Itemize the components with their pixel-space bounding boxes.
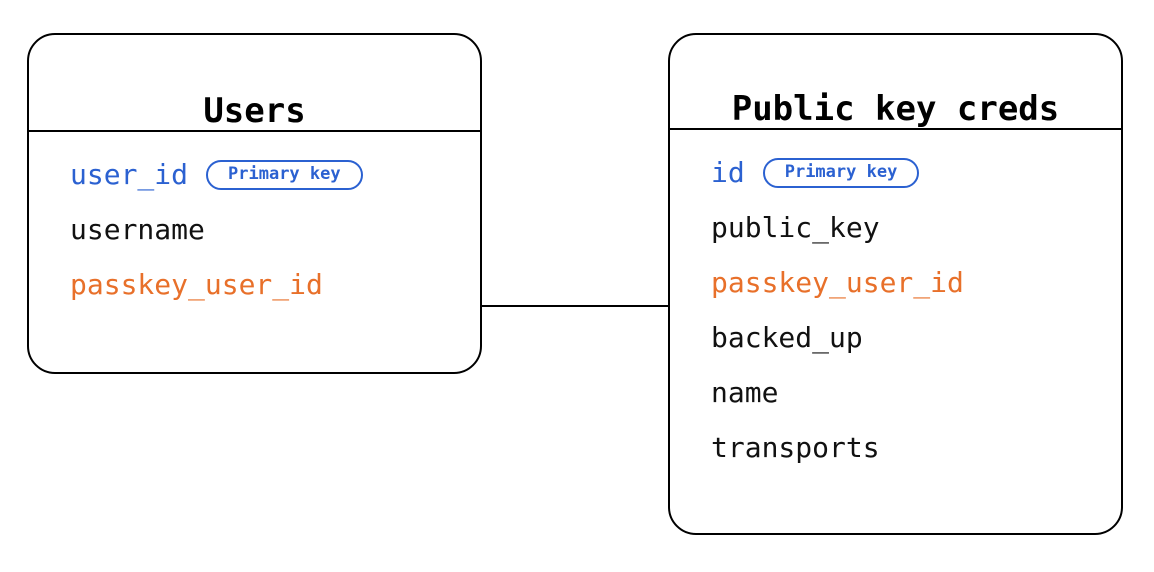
field-name-name: name	[711, 376, 779, 409]
primary-key-badge: Primary key	[762, 158, 920, 188]
entity-title-users: Users	[203, 91, 306, 131]
field-row[interactable]: passkey_user_id	[711, 263, 964, 303]
field-row[interactable]: public_key	[711, 208, 880, 248]
field-row[interactable]: transports	[711, 428, 880, 468]
field-row[interactable]: passkey_user_id	[70, 265, 323, 305]
field-row[interactable]: id Primary key	[711, 153, 920, 193]
field-row[interactable]: username	[70, 210, 205, 250]
primary-key-badge: Primary key	[206, 160, 363, 190]
field-name-user-id: user_id	[70, 158, 189, 191]
entity-title-public-key-creds: Public key creds	[731, 89, 1060, 129]
field-name-passkey-user-id: passkey_user_id	[70, 268, 323, 301]
field-name-id: id	[711, 156, 745, 189]
relationship-connector-users-public-key-creds[interactable]	[481, 305, 669, 307]
field-row[interactable]: name	[711, 373, 778, 413]
field-name-backed-up: backed_up	[711, 321, 863, 354]
entity-box-public-key-creds[interactable]: Public key creds id Primary key public_key…	[668, 33, 1123, 535]
entity-header-divider	[670, 128, 1121, 130]
entity-header-divider	[29, 130, 480, 132]
field-row[interactable]: backed_up	[711, 318, 863, 358]
field-name-passkey-user-id: passkey_user_id	[711, 266, 964, 299]
field-row[interactable]: user_id Primary key	[70, 155, 363, 195]
field-name-public-key: public_key	[711, 211, 880, 244]
field-name-username: username	[70, 213, 205, 246]
field-name-transports: transports	[711, 431, 880, 464]
